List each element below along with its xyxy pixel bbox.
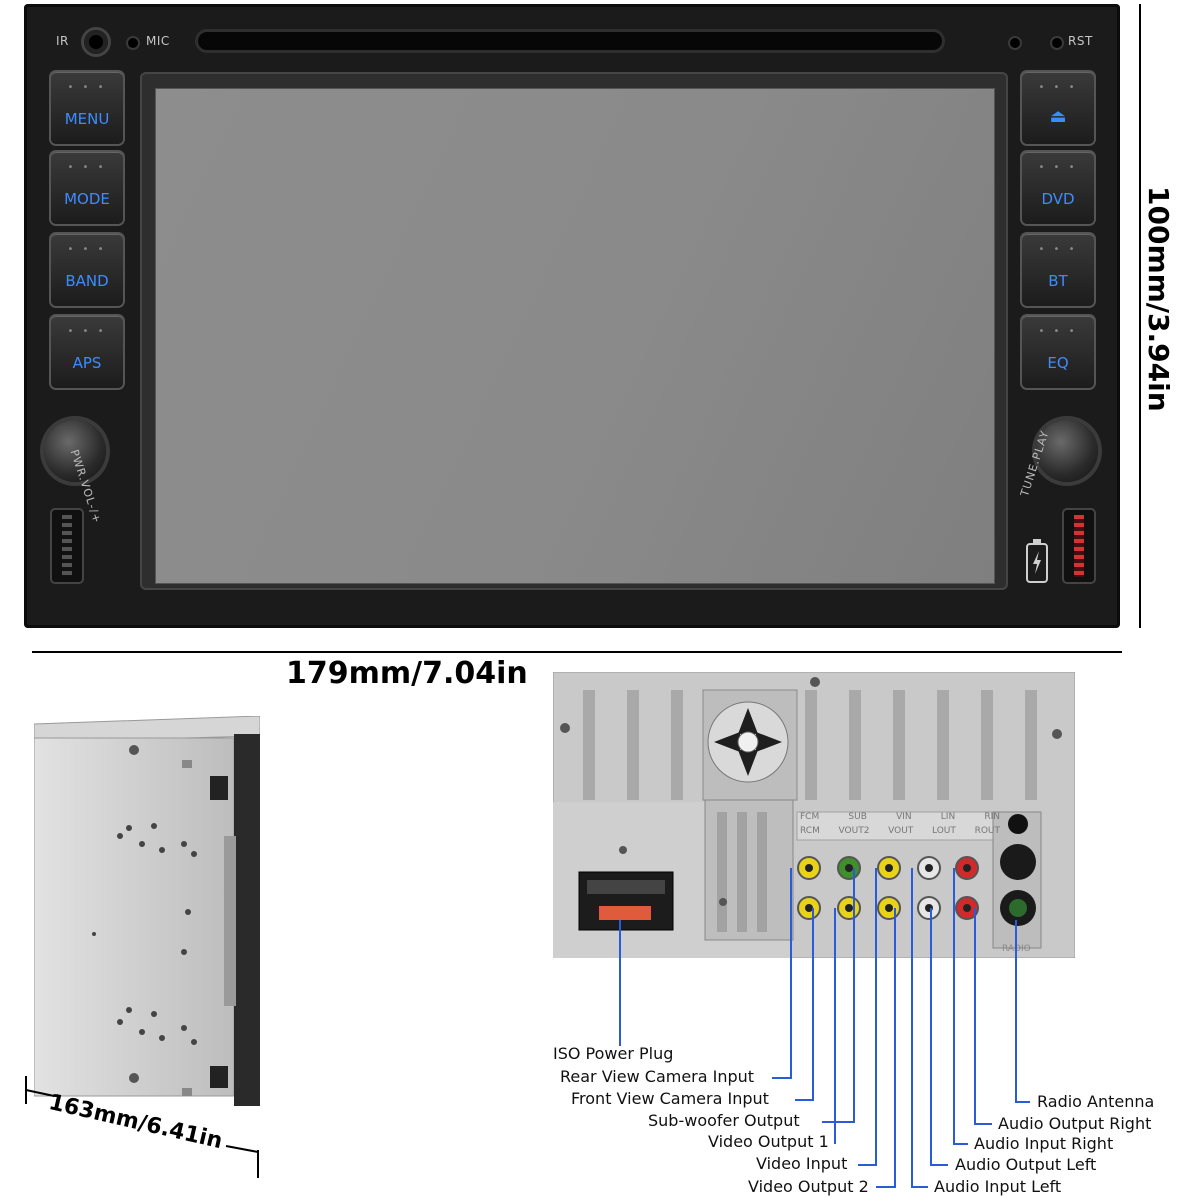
callout-audio-output-right: Audio Output Right	[998, 1114, 1152, 1133]
jack-label: SUB	[848, 812, 867, 822]
callout-video-output-2: Video Output 2	[748, 1177, 869, 1196]
chassis-side-view	[34, 716, 260, 1106]
callout-video-output-1: Video Output 1	[708, 1132, 829, 1151]
callout-audio-input-right: Audio Input Right	[974, 1134, 1114, 1153]
eject-button[interactable]: • • • ⏏	[1022, 72, 1094, 144]
led-dots: • • •	[1038, 326, 1078, 337]
ir-label: IR	[56, 34, 69, 48]
jack-label: RCM	[800, 826, 820, 836]
jack-label: LOUT	[932, 826, 956, 836]
jack-label: VIN	[896, 812, 912, 822]
width-dimension-label: 179mm/7.04in	[286, 656, 528, 691]
bt-button[interactable]: • • • BT	[1022, 234, 1094, 306]
menu-button-label: MENU	[64, 110, 110, 128]
jack-label: FCM	[800, 812, 820, 822]
disc-slot[interactable]	[198, 32, 942, 50]
rear-jack-labels-top: FCM SUB VIN LIN RIN	[800, 812, 1000, 822]
callout-iso-power-plug: ISO Power Plug	[553, 1044, 674, 1063]
eq-button[interactable]: • • • EQ	[1022, 316, 1094, 388]
callout-audio-output-left: Audio Output Left	[955, 1155, 1097, 1174]
usb-port-right[interactable]	[1064, 510, 1094, 582]
jack-label: ROUT	[974, 826, 1000, 836]
mic-label: MIC	[146, 34, 170, 48]
depth-dimension-line	[25, 1076, 259, 1178]
reset-hole-icon[interactable]	[1052, 38, 1062, 48]
rear-jack-labels-bottom: RCM VOUT2 VOUT LOUT ROUT	[800, 826, 1000, 836]
aux-jack-icon	[84, 30, 108, 54]
led-dots: • • •	[1038, 162, 1078, 173]
callout-video-input: Video Input	[756, 1154, 848, 1173]
callout-subwoofer-output: Sub-woofer Output	[648, 1111, 800, 1130]
mode-button[interactable]: • • • MODE	[51, 152, 123, 224]
jack-label: VOUT	[888, 826, 914, 836]
callout-radio-antenna: Radio Antenna	[1037, 1092, 1155, 1111]
led-dots: • • •	[1038, 82, 1078, 93]
callout-rear-camera-input: Rear View Camera Input	[560, 1067, 755, 1086]
callout-front-camera-input: Front View Camera Input	[571, 1089, 769, 1108]
usb-port-left[interactable]	[52, 510, 82, 582]
eject-icon: ⏏	[1049, 106, 1067, 127]
touch-screen[interactable]	[155, 88, 995, 584]
mode-button-label: MODE	[64, 190, 110, 208]
eq-button-label: EQ	[1047, 354, 1069, 372]
dvd-button[interactable]: • • • DVD	[1022, 152, 1094, 224]
callout-audio-input-left: Audio Input Left	[934, 1177, 1062, 1196]
jack-label: LIN	[940, 812, 956, 822]
led-dots: • • •	[67, 244, 107, 255]
band-button-label: BAND	[65, 272, 109, 290]
menu-button[interactable]: • • • MENU	[51, 72, 123, 144]
charging-icon	[1026, 539, 1048, 583]
dvd-button-label: DVD	[1041, 190, 1075, 208]
bt-button-label: BT	[1048, 272, 1068, 290]
aps-button-label: APS	[72, 354, 102, 372]
aps-button[interactable]: • • • APS	[51, 316, 123, 388]
jack-label: VOUT2	[838, 826, 870, 836]
led-dots: • • •	[1038, 244, 1078, 255]
led-dots: • • •	[67, 162, 107, 173]
band-button[interactable]: • • • BAND	[51, 234, 123, 306]
jack-label: RIN	[984, 812, 1000, 822]
tune-knob[interactable]	[1036, 420, 1098, 482]
sensor-hole-icon	[1010, 38, 1020, 48]
rst-label: RST	[1068, 34, 1093, 48]
width-dimension-line	[32, 651, 1122, 653]
led-dots: • • •	[67, 326, 107, 337]
volume-knob[interactable]	[44, 420, 106, 482]
height-dimension-line	[1139, 4, 1141, 628]
led-dots: • • •	[67, 82, 107, 93]
mic-hole-icon	[128, 38, 138, 48]
